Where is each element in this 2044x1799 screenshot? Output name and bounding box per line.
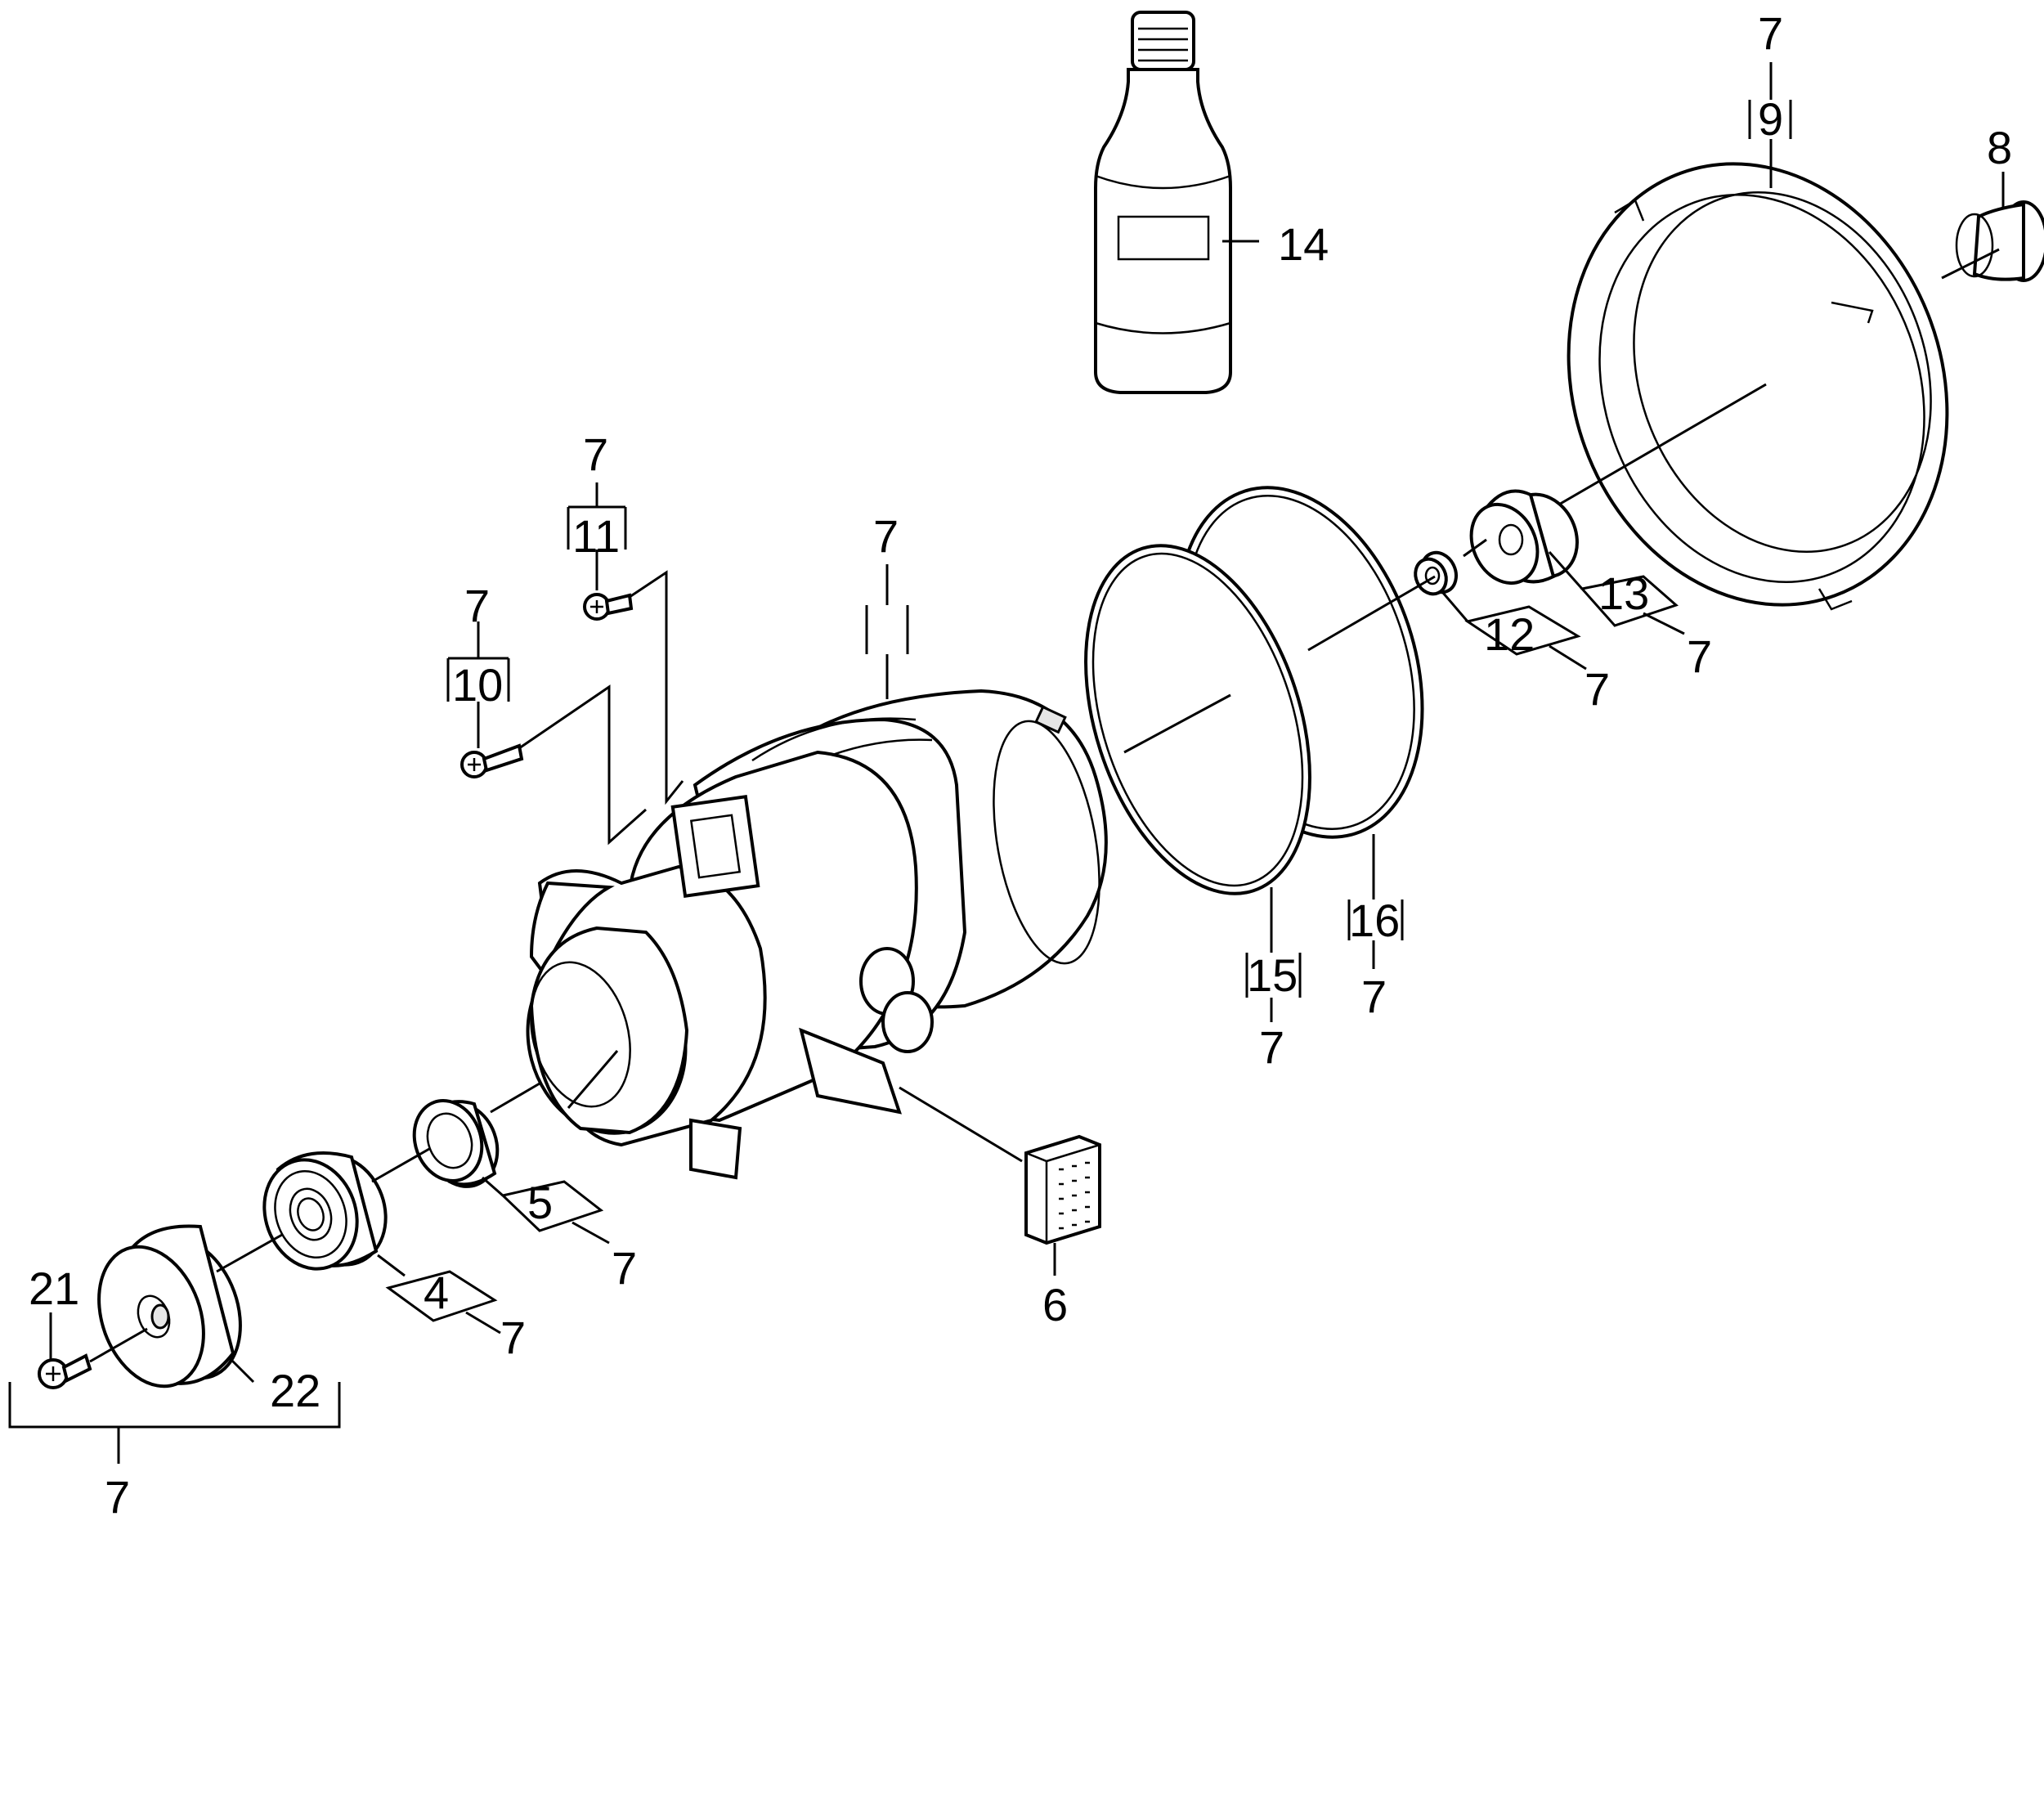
leader-12 (1441, 592, 1469, 622)
label-13-ref[interactable]: 7 (1687, 630, 1712, 682)
bracket-4 (385, 1270, 498, 1322)
label-15[interactable]: 15 (1247, 949, 1298, 1001)
label-10[interactable]: 10 (452, 659, 503, 711)
leader-4 (377, 1254, 406, 1277)
leader-11-line (629, 570, 684, 805)
part-15-oring[interactable] (1045, 517, 1351, 922)
bracket-9 (1748, 100, 1792, 139)
label-6[interactable]: 6 (1042, 1279, 1068, 1330)
bracket-15 (1245, 953, 1302, 998)
label-12-ref[interactable]: 7 (1585, 663, 1610, 715)
leader-8-axis (1941, 248, 2000, 280)
part-10-screw[interactable] (460, 743, 524, 778)
part-14-oil-bottle[interactable] (1094, 11, 1232, 394)
part-12-ring[interactable] (1410, 547, 1462, 599)
label-8[interactable]: 8 (1987, 122, 2012, 173)
axis-16 (1307, 575, 1436, 652)
axis-12-13 (1463, 538, 1487, 558)
part-7-motor-housing[interactable] (507, 689, 1116, 1180)
label-22[interactable]: 22 (270, 1365, 320, 1416)
axis-body (567, 1050, 619, 1109)
part-8-cap[interactable] (1955, 200, 2044, 282)
axis-line-cover (1557, 383, 1767, 507)
leader-6-line (899, 1086, 1023, 1163)
label-9-ref[interactable]: 7 (1758, 7, 1783, 59)
label-4-ref[interactable]: 7 (500, 1312, 526, 1363)
label-16[interactable]: 16 (1349, 895, 1400, 946)
axis-5 (490, 1082, 540, 1114)
label-11-ref[interactable]: 7 (583, 428, 608, 480)
part-9-cover[interactable] (1508, 110, 2008, 659)
part-5-seal[interactable] (403, 1091, 509, 1196)
label-13[interactable]: 13 (1598, 568, 1649, 619)
label-4[interactable]: 4 (424, 1267, 449, 1318)
leader-13 (1548, 551, 1584, 590)
part-11-screw[interactable] (583, 593, 634, 621)
label-21[interactable]: 21 (29, 1263, 79, 1314)
axis-22 (216, 1233, 283, 1273)
label-5[interactable]: 5 (527, 1177, 553, 1228)
bracket-16 (1347, 900, 1404, 940)
part-6-filter[interactable] (1024, 1134, 1101, 1245)
leader-4-ref (465, 1311, 501, 1335)
leader-5 (482, 1176, 504, 1197)
label-11[interactable]: 11 (572, 510, 620, 562)
axis-4 (371, 1147, 430, 1183)
bracket-12 (1464, 605, 1581, 656)
leader-10-line (518, 684, 647, 846)
part-4-bearing[interactable] (249, 1142, 401, 1281)
leader-22 (227, 1356, 255, 1384)
label-14[interactable]: 14 (1278, 218, 1329, 270)
label-12[interactable]: 12 (1484, 608, 1535, 660)
bracket-10 (446, 657, 510, 702)
label-7-body[interactable]: 7 (873, 510, 899, 562)
axis-15 (1123, 693, 1231, 754)
part-13-cup[interactable] (1459, 482, 1590, 594)
label-15-ref[interactable]: 7 (1259, 1021, 1284, 1073)
bracket-13 (1580, 575, 1679, 627)
bracket-5 (500, 1180, 604, 1232)
label-9[interactable]: 9 (1758, 93, 1783, 145)
leader-5-ref (572, 1221, 610, 1245)
label-group-ref[interactable]: 7 (105, 1471, 130, 1523)
part-22-cover-cap[interactable] (81, 1224, 259, 1401)
bracket-body (865, 605, 909, 654)
bracket-11 (567, 505, 627, 550)
leader-13-ref (1643, 612, 1685, 635)
label-10-ref[interactable]: 7 (464, 580, 490, 631)
leader-12-ref (1549, 644, 1587, 671)
label-5-ref[interactable]: 7 (612, 1242, 637, 1294)
label-16-ref[interactable]: 7 (1361, 971, 1387, 1022)
axis-21 (89, 1327, 148, 1363)
group-bracket (8, 1382, 341, 1429)
part-21-screw[interactable] (38, 1353, 92, 1389)
